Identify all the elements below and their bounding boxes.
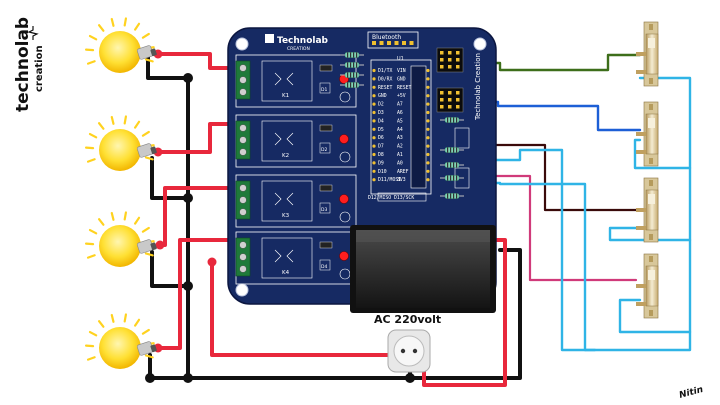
nano-pin-left: D11/MOSI bbox=[378, 177, 401, 183]
nano-pin-left: D8 bbox=[378, 152, 384, 158]
nano-pin-right: A0 bbox=[397, 160, 403, 166]
nano-pin-right: A4 bbox=[397, 127, 403, 133]
wire-darkred bbox=[453, 143, 640, 212]
resistor-icon bbox=[440, 147, 464, 153]
toggle-switch-icon bbox=[636, 253, 659, 319]
relay-label: K4 bbox=[282, 270, 290, 276]
resistor-icon bbox=[340, 62, 364, 68]
nano-pin-right: RESET bbox=[397, 85, 412, 91]
led-label: D2 bbox=[321, 147, 327, 153]
board-logo-sub: CREATION bbox=[287, 46, 310, 52]
neutral-bulb2 bbox=[150, 156, 190, 200]
nano-pin-right: A7 bbox=[397, 102, 403, 108]
nano-pin-right: A2 bbox=[397, 144, 403, 150]
toggle-switch-icon bbox=[636, 177, 659, 243]
light-bulb-icon bbox=[84, 17, 157, 73]
resistor-icon bbox=[340, 52, 364, 58]
nano-pin-left: D3 bbox=[378, 110, 384, 116]
resistor-icon bbox=[340, 82, 364, 88]
arduino-nano-icon: D1/TX D0/RX RESET GND D2D3D4D5D6D7D8D9D10D11… bbox=[368, 59, 432, 202]
neutral-bulb4 bbox=[148, 353, 190, 380]
brand-line1: technolab bbox=[13, 17, 33, 112]
nano-pin-right: AREF bbox=[397, 169, 409, 175]
led-label: D3 bbox=[321, 207, 327, 213]
resistors bbox=[340, 52, 464, 199]
nano-pin-right: VIN bbox=[397, 68, 406, 74]
led-label: D1 bbox=[321, 87, 327, 93]
nano-pin-right: A5 bbox=[397, 118, 403, 124]
nano-pin-left: D4 bbox=[378, 118, 384, 124]
relay-icon: K3 D3 bbox=[235, 174, 357, 228]
live-relay2 bbox=[156, 122, 240, 154]
nano-pin-right: +5V bbox=[397, 93, 406, 99]
resistor-icon bbox=[440, 175, 464, 181]
relay-icon: K2 D2 bbox=[235, 114, 357, 168]
nano-pin-right: A3 bbox=[397, 135, 403, 141]
wires bbox=[146, 52, 692, 387]
relay-label: K2 bbox=[282, 153, 289, 159]
neutral-main bbox=[186, 248, 522, 380]
light-bulb-icon bbox=[84, 211, 157, 267]
nano-pin-left: D6 bbox=[378, 135, 384, 141]
nano-pin-left: GND bbox=[378, 93, 387, 99]
relay-icon: K4 D4 bbox=[235, 231, 357, 285]
board-side-text: Technolab Creation bbox=[474, 53, 482, 121]
resistor-icon bbox=[440, 117, 464, 123]
neutral-bulb3 bbox=[150, 250, 190, 288]
light-bulb-icon bbox=[84, 115, 157, 171]
bulbs bbox=[84, 17, 157, 369]
resistor-icon bbox=[440, 162, 464, 168]
brand-wave-icon bbox=[27, 26, 39, 40]
bluetooth-label: Bluetooth bbox=[372, 34, 401, 41]
toggle-switch-icon bbox=[636, 101, 659, 167]
nano-pin-left: D0/RX bbox=[378, 76, 393, 82]
nano-pin-left: RESET bbox=[378, 85, 393, 91]
neutral-bulb1 bbox=[146, 55, 190, 380]
nano-pin-right: A1 bbox=[397, 152, 403, 158]
nano-pin-left: D1/TX bbox=[378, 68, 393, 74]
board-logo-icon bbox=[265, 34, 274, 43]
toggle-switch-icon bbox=[636, 21, 659, 87]
nano-pin-left: D5 bbox=[378, 127, 384, 133]
nano-pin-right: A6 bbox=[397, 110, 403, 116]
u1-label: U1 bbox=[397, 56, 404, 62]
relay-label: K3 bbox=[282, 213, 290, 219]
live-relay1 bbox=[156, 52, 240, 70]
nano-pin-labels: D1/TX D0/RX RESET GND D2D3D4D5D6D7D8D9D10D11… bbox=[372, 68, 430, 183]
brand-line2: creation bbox=[34, 45, 45, 92]
power-module-icon bbox=[350, 225, 496, 313]
led-label: D4 bbox=[321, 264, 327, 270]
live-main bbox=[210, 260, 398, 357]
power-label: AC 220volt bbox=[374, 313, 441, 326]
bluetooth-header bbox=[367, 31, 419, 49]
resistor-icon bbox=[440, 193, 464, 199]
brand-logo: technolab creation bbox=[13, 17, 45, 112]
relay-icon: K1 D1 bbox=[235, 54, 357, 108]
nano-pin-left: D7 bbox=[378, 144, 384, 150]
live-relay4 bbox=[156, 238, 240, 350]
nano-pin-left: D9 bbox=[378, 160, 384, 166]
live-socket bbox=[422, 238, 507, 387]
switches bbox=[636, 21, 659, 319]
nano-pin-right: GND bbox=[397, 76, 406, 82]
light-bulb-icon bbox=[84, 313, 157, 369]
right-headers bbox=[436, 47, 470, 189]
resistor-icon bbox=[340, 72, 364, 78]
nano-pin-left: D2 bbox=[378, 102, 384, 108]
relay-label: K1 bbox=[282, 93, 289, 99]
power-socket-icon bbox=[387, 329, 431, 373]
board-logo: Technolab bbox=[277, 36, 329, 46]
nano-pin-right: 3V3 bbox=[397, 177, 406, 183]
nano-bottom-pins: D12/MISO D13/SCK bbox=[368, 195, 414, 201]
nano-pin-left: D10 bbox=[378, 169, 387, 175]
live-wires bbox=[156, 52, 507, 387]
bluetooth-pins bbox=[372, 41, 414, 45]
signature: Nitin bbox=[678, 385, 704, 401]
